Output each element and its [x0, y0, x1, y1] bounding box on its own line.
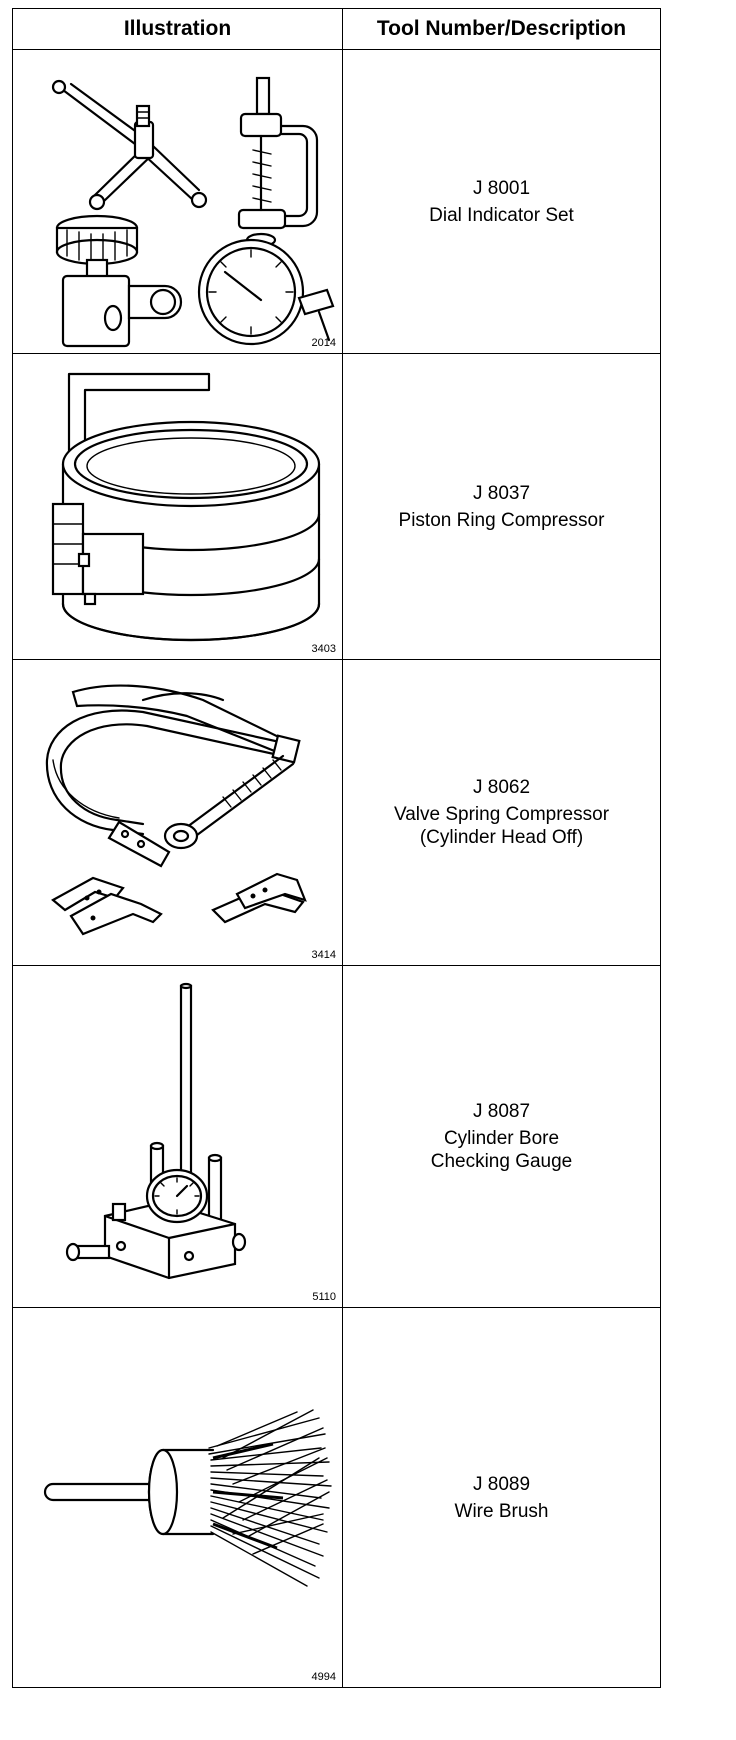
table-row: 2014 J 8001 Dial Indicator Set — [12, 49, 661, 354]
tool-description-cell: J 8087 Cylinder Bore Checking Gauge — [342, 965, 661, 1308]
tool-number: J 8062 — [472, 777, 531, 798]
valve-spring-compressor-icon — [45, 684, 307, 936]
tool-column-header: Tool Number/Description — [342, 8, 661, 50]
tool-number: J 8087 — [472, 1101, 531, 1122]
tool-description: Valve Spring Compressor (Cylinder Head O… — [393, 804, 610, 848]
table-row: 3414 J 8062 Valve Spring Compressor (Cyl… — [12, 659, 661, 966]
wire-brush-icon — [43, 1409, 332, 1587]
tool-description: Wire Brush — [454, 1500, 549, 1522]
piston-ring-compressor-icon — [51, 372, 321, 642]
tool-number: J 8037 — [472, 482, 531, 504]
illustration-cell: 3414 — [12, 659, 343, 966]
tool-description-cell: J 8089 Wire Brush — [342, 1307, 661, 1688]
figure-number: 2014 — [311, 337, 336, 349]
cylinder-bore-gauge-icon — [65, 982, 247, 1280]
table-row: 4994 J 8089 Wire Brush — [12, 1307, 661, 1688]
dial-indicator-set-icon — [51, 76, 335, 348]
tool-description: Dial Indicator Set — [429, 204, 574, 226]
figure-number: 3414 — [311, 949, 336, 961]
tool-description: Piston Ring Compressor — [398, 509, 605, 531]
table-header-row: Illustration Tool Number/Description — [12, 8, 661, 50]
illustration-column-header: Illustration — [12, 8, 343, 50]
figure-number: 3403 — [311, 643, 336, 655]
tool-description-cell: J 8062 Valve Spring Compressor (Cylinder… — [342, 659, 661, 966]
illustration-cell: 5110 — [12, 965, 343, 1308]
table-row: 3403 J 8037 Piston Ring Compressor — [12, 353, 661, 660]
tool-number: J 8089 — [472, 1473, 531, 1495]
special-tools-table: Illustration Tool Number/Description — [12, 8, 661, 1688]
illustration-cell: 2014 — [12, 49, 343, 354]
tool-number: J 8001 — [472, 177, 531, 199]
tool-description-cell: J 8037 Piston Ring Compressor — [342, 353, 661, 660]
figure-number: 5110 — [312, 1291, 336, 1303]
tool-description: Cylinder Bore Checking Gauge — [430, 1128, 573, 1172]
illustration-cell: 4994 — [12, 1307, 343, 1688]
tool-description-cell: J 8001 Dial Indicator Set — [342, 49, 661, 354]
table-row: 5110 J 8087 Cylinder Bore Checking Gauge — [12, 965, 661, 1308]
illustration-cell: 3403 — [12, 353, 343, 660]
figure-number: 4994 — [311, 1671, 336, 1683]
